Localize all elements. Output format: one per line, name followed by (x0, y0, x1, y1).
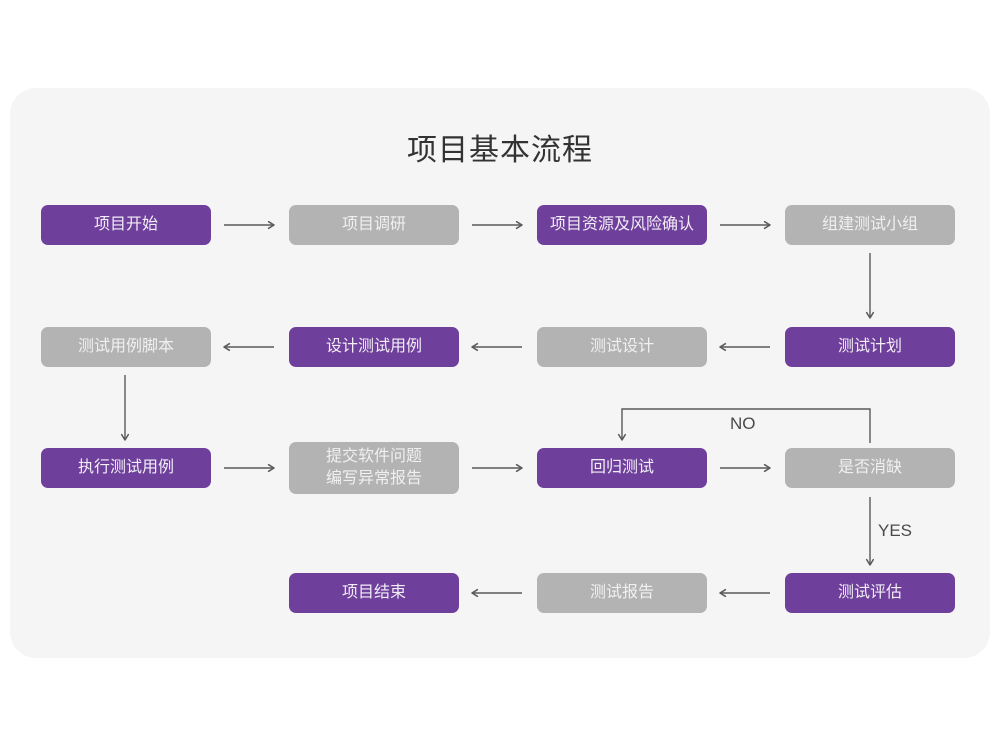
edge-label-yes: YES (878, 521, 913, 540)
edge-label-no: NO (730, 414, 756, 433)
node-test-evaluation[interactable]: 测试评估 (785, 573, 955, 613)
node-resource-risk-confirm[interactable]: 项目资源及风险确认 (537, 205, 707, 245)
node-regression-test[interactable]: 回归测试 (537, 448, 707, 488)
node-build-test-team[interactable]: 组建测试小组 (785, 205, 955, 245)
node-submit-issue-report[interactable]: 提交软件问题 编写异常报告 (289, 442, 459, 494)
node-test-report[interactable]: 测试报告 (537, 573, 707, 613)
node-test-design[interactable]: 测试设计 (537, 327, 707, 367)
node-project-end[interactable]: 项目结束 (289, 573, 459, 613)
diagram-card (10, 88, 990, 658)
node-execute-test-case[interactable]: 执行测试用例 (41, 448, 211, 488)
node-design-test-case[interactable]: 设计测试用例 (289, 327, 459, 367)
page-title: 项目基本流程 (407, 134, 593, 167)
node-test-plan[interactable]: 测试计划 (785, 327, 955, 367)
node-defect-cleared[interactable]: 是否消缺 (785, 448, 955, 488)
node-project-start[interactable]: 项目开始 (41, 205, 211, 245)
node-test-case-script[interactable]: 测试用例脚本 (41, 327, 211, 367)
node-project-research[interactable]: 项目调研 (289, 205, 459, 245)
